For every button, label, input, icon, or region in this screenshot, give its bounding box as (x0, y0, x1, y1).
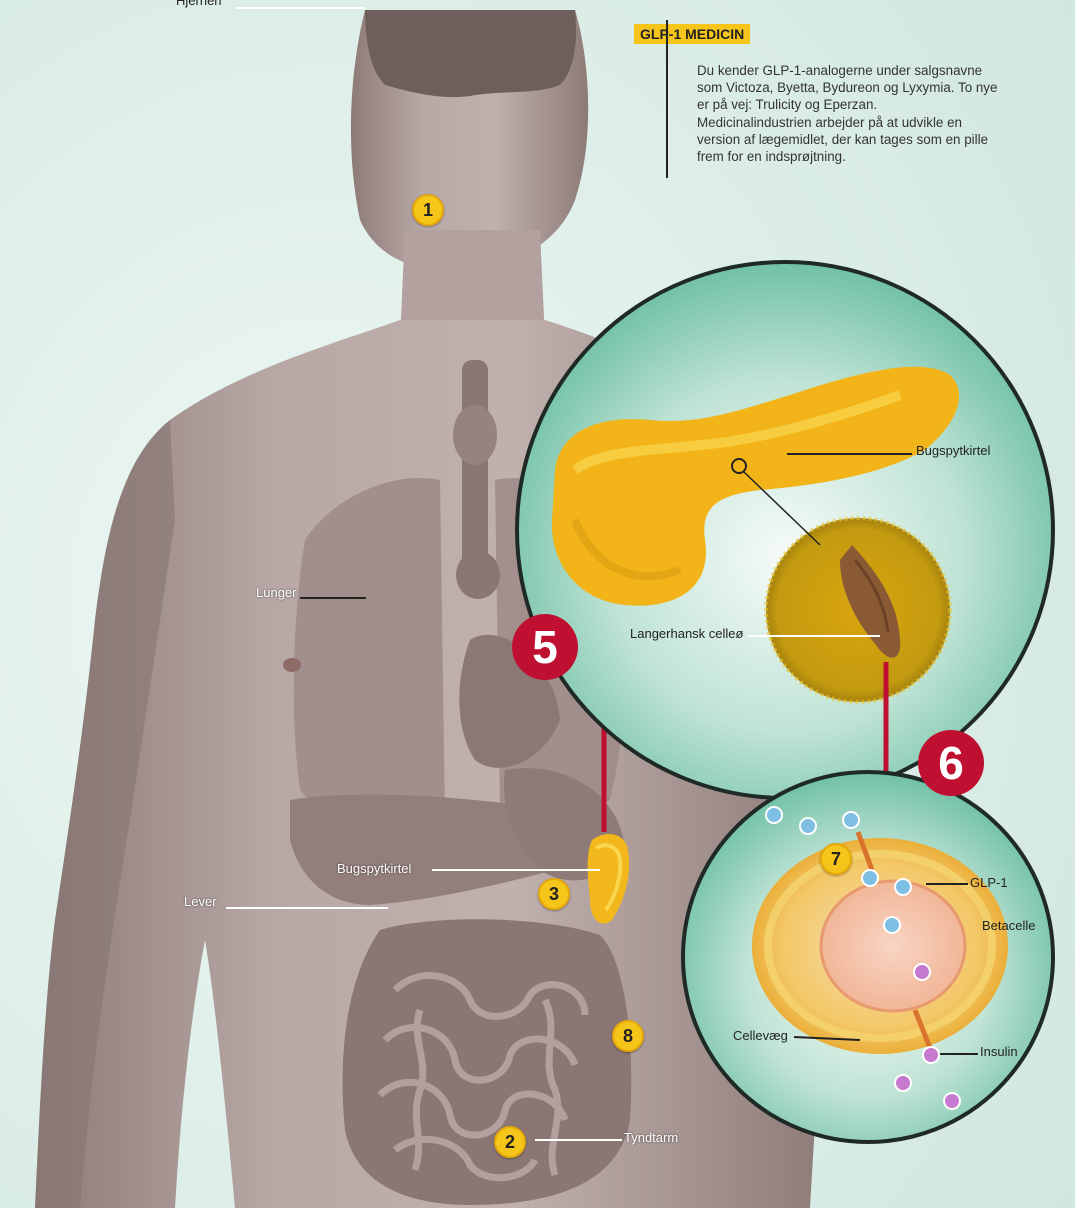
label-cellevaeg: Cellevæg (733, 1028, 788, 1043)
label-glp1: GLP-1 (970, 875, 1008, 890)
cell-zoom-circle (683, 772, 1053, 1142)
label-hjernen: Hjernen (176, 0, 222, 8)
label-bugspytkirtel-zoom: Bugspytkirtel (916, 443, 990, 458)
info-line: som Victoza, Byetta, Bydureon og Lyxymia… (697, 79, 1067, 96)
info-text: Du kender GLP-1-analogerne under salgsna… (697, 62, 1067, 165)
marker-7: 7 (820, 843, 852, 875)
marker-6: 6 (918, 730, 984, 796)
label-insulin: Insulin (980, 1044, 1018, 1059)
marker-2: 2 (494, 1126, 526, 1158)
label-tyndtarm: Tyndtarm (624, 1130, 678, 1145)
info-line: er på vej: Trulicity og Eperzan. (697, 96, 1067, 113)
marker-3: 3 (538, 878, 570, 910)
info-tag: GLP-1 MEDICIN (634, 24, 750, 44)
info-line: Du kender GLP-1-analogerne under salgsna… (697, 62, 1067, 79)
label-bugspytkirtel-body: Bugspytkirtel (337, 861, 411, 876)
marker-8: 8 (612, 1020, 644, 1052)
label-lunger: Lunger (256, 585, 296, 600)
marker-1: 1 (412, 194, 444, 226)
info-line: version af lægemidlet, der kan tages som… (697, 131, 1067, 148)
info-divider (666, 20, 668, 178)
label-betacelle: Betacelle (982, 918, 1035, 933)
label-lever: Lever (184, 894, 217, 909)
info-line: Medicinalindustrien arbejder på at udvik… (697, 114, 1067, 131)
info-line: frem for en indsprøjtning. (697, 148, 1067, 165)
marker-5: 5 (512, 614, 578, 680)
pancreas-zoom-circle (517, 262, 1053, 798)
label-langerhansk-celleo: Langerhansk celleø (630, 626, 743, 641)
